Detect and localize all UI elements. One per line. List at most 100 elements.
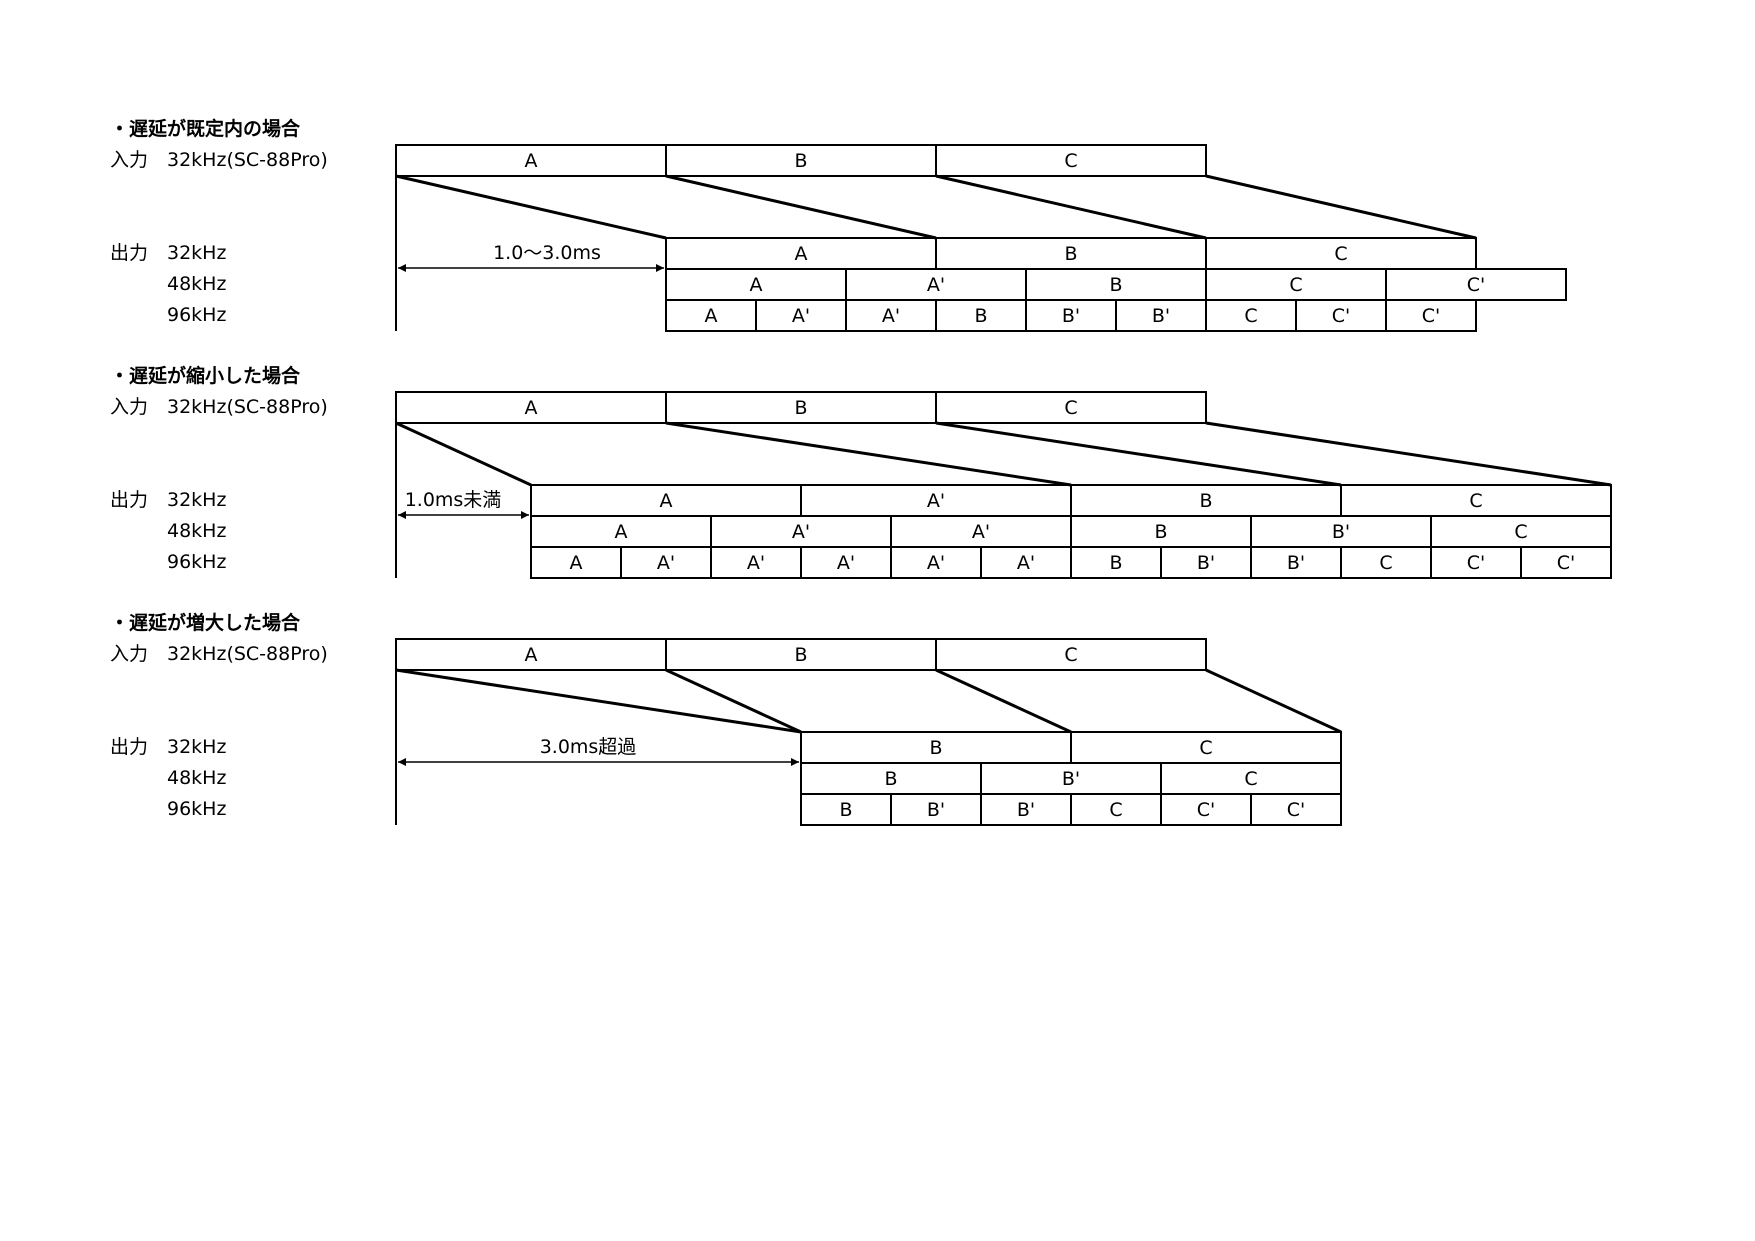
input-block-label: B — [794, 644, 807, 666]
input-label: 入力 — [110, 643, 148, 665]
output-cell — [1250, 793, 1342, 826]
mapping-lines — [395, 421, 1612, 487]
output-row-96k: B B' B' C C' C' — [800, 793, 1342, 826]
output-rate-96k: 96kHz — [167, 551, 226, 573]
output-cell-label: B' — [1062, 768, 1080, 790]
delay-label: 3.0ms超過 — [540, 736, 637, 758]
mapping-line — [1205, 174, 1477, 240]
input-block-label: B — [794, 150, 807, 172]
output-row-32k: B C — [800, 731, 1342, 764]
section-within-range: ・遅延が既定内の場合 入力 32kHz(SC-88Pro) 出力 32kHz 4… — [110, 117, 1567, 332]
output-cell-label: C — [1109, 799, 1122, 821]
input-rate-label: 32kHz(SC-88Pro) — [167, 149, 328, 171]
output-cell-label: C' — [1467, 552, 1486, 574]
output-cell-label: C — [1289, 274, 1302, 296]
output-rate-32k: 32kHz — [167, 736, 226, 758]
output-label: 出力 — [110, 736, 148, 758]
section-heading: ・遅延が既定内の場合 — [110, 117, 301, 140]
output-cell-label: A — [570, 552, 583, 574]
output-cell — [1385, 299, 1477, 332]
output-cell-label: C' — [1197, 799, 1216, 821]
output-cell-label: A' — [747, 552, 765, 574]
output-cell-label: A — [615, 521, 628, 543]
output-cell-label: A' — [1017, 552, 1035, 574]
section-delay-reduced: ・遅延が縮小した場合 入力 32kHz(SC-88Pro) 出力 32kHz 4… — [110, 364, 1612, 579]
output-cell-label: B — [1064, 243, 1077, 265]
output-cell-label: B — [929, 737, 942, 759]
output-cell-label: C — [1244, 768, 1257, 790]
input-label: 入力 — [110, 396, 148, 418]
input-row: A B C — [395, 144, 1207, 177]
output-row-96k: A A' A' A' A' A' B B' B' C C' C' — [530, 546, 1612, 579]
output-cell-label: A — [660, 490, 673, 512]
output-cell-label: C — [1514, 521, 1527, 543]
output-cell-label: B — [1109, 274, 1122, 296]
mapping-line — [665, 668, 802, 734]
input-block-label: C — [1064, 150, 1077, 172]
output-rate-32k: 32kHz — [167, 242, 226, 264]
output-row-32k: A B C — [665, 237, 1477, 270]
mapping-line — [935, 421, 1342, 487]
output-cell-label: A' — [882, 305, 900, 327]
output-cell-label: C' — [1332, 305, 1351, 327]
input-block-label: A — [525, 150, 538, 172]
output-row-48k: A A' A' B B' C — [530, 515, 1612, 548]
mapping-line — [395, 421, 532, 487]
output-cell-label: C' — [1467, 274, 1486, 296]
input-block — [935, 144, 1207, 177]
output-cell-label: A' — [927, 552, 945, 574]
output-cell-label: B' — [1152, 305, 1170, 327]
output-cell-label: C — [1379, 552, 1392, 574]
output-rate-48k: 48kHz — [167, 767, 226, 789]
output-cell-label: B' — [1197, 552, 1215, 574]
output-cell-label: A' — [927, 490, 945, 512]
input-block-label: B — [794, 397, 807, 419]
input-block-label: C — [1064, 397, 1077, 419]
mapping-line — [935, 668, 1072, 734]
delay-label: 1.0ms未満 — [405, 489, 502, 511]
delay-label: 1.0〜3.0ms — [493, 242, 601, 264]
output-rate-48k: 48kHz — [167, 520, 226, 542]
mapping-line — [935, 174, 1207, 240]
output-cell-label: A — [750, 274, 763, 296]
output-rate-32k: 32kHz — [167, 489, 226, 511]
mapping-line — [1205, 421, 1612, 487]
output-cell-label: A' — [972, 521, 990, 543]
output-rate-96k: 96kHz — [167, 304, 226, 326]
output-rate-96k: 96kHz — [167, 798, 226, 820]
input-block-label: A — [525, 397, 538, 419]
output-rate-48k: 48kHz — [167, 273, 226, 295]
output-cell-label: C — [1199, 737, 1212, 759]
input-block — [935, 638, 1207, 671]
input-block-label: C — [1064, 644, 1077, 666]
mapping-lines — [395, 174, 1477, 240]
output-cell-label: C — [1334, 243, 1347, 265]
output-cell-label: B — [1154, 521, 1167, 543]
input-row: A B C — [395, 638, 1207, 671]
output-row-48k: A A' B C C' — [665, 268, 1567, 301]
output-cell-label: A' — [657, 552, 675, 574]
mapping-line — [1205, 668, 1342, 734]
output-label: 出力 — [110, 242, 148, 264]
output-cell-label: C' — [1287, 799, 1306, 821]
output-cell-label: B' — [927, 799, 945, 821]
section-delay-increased: ・遅延が増大した場合 入力 32kHz(SC-88Pro) 出力 32kHz 4… — [110, 611, 1342, 826]
output-row-32k: A A' B C — [530, 484, 1612, 517]
input-row: A B C — [395, 391, 1207, 424]
mapping-line — [395, 174, 667, 240]
mapping-lines — [395, 668, 1342, 734]
section-heading: ・遅延が縮小した場合 — [110, 364, 301, 387]
output-cell-label: B' — [1287, 552, 1305, 574]
output-row-48k: B B' C — [800, 762, 1342, 795]
output-cell-label: C — [1244, 305, 1257, 327]
output-cell-label: B — [884, 768, 897, 790]
output-cell-label: A' — [792, 305, 810, 327]
output-cell-label: B — [1109, 552, 1122, 574]
output-cell-label: A' — [927, 274, 945, 296]
output-cell-label: C' — [1557, 552, 1576, 574]
output-cell-label: A' — [837, 552, 855, 574]
output-cell-label: B — [974, 305, 987, 327]
output-cell-label: B' — [1017, 799, 1035, 821]
output-cell-label: B — [839, 799, 852, 821]
